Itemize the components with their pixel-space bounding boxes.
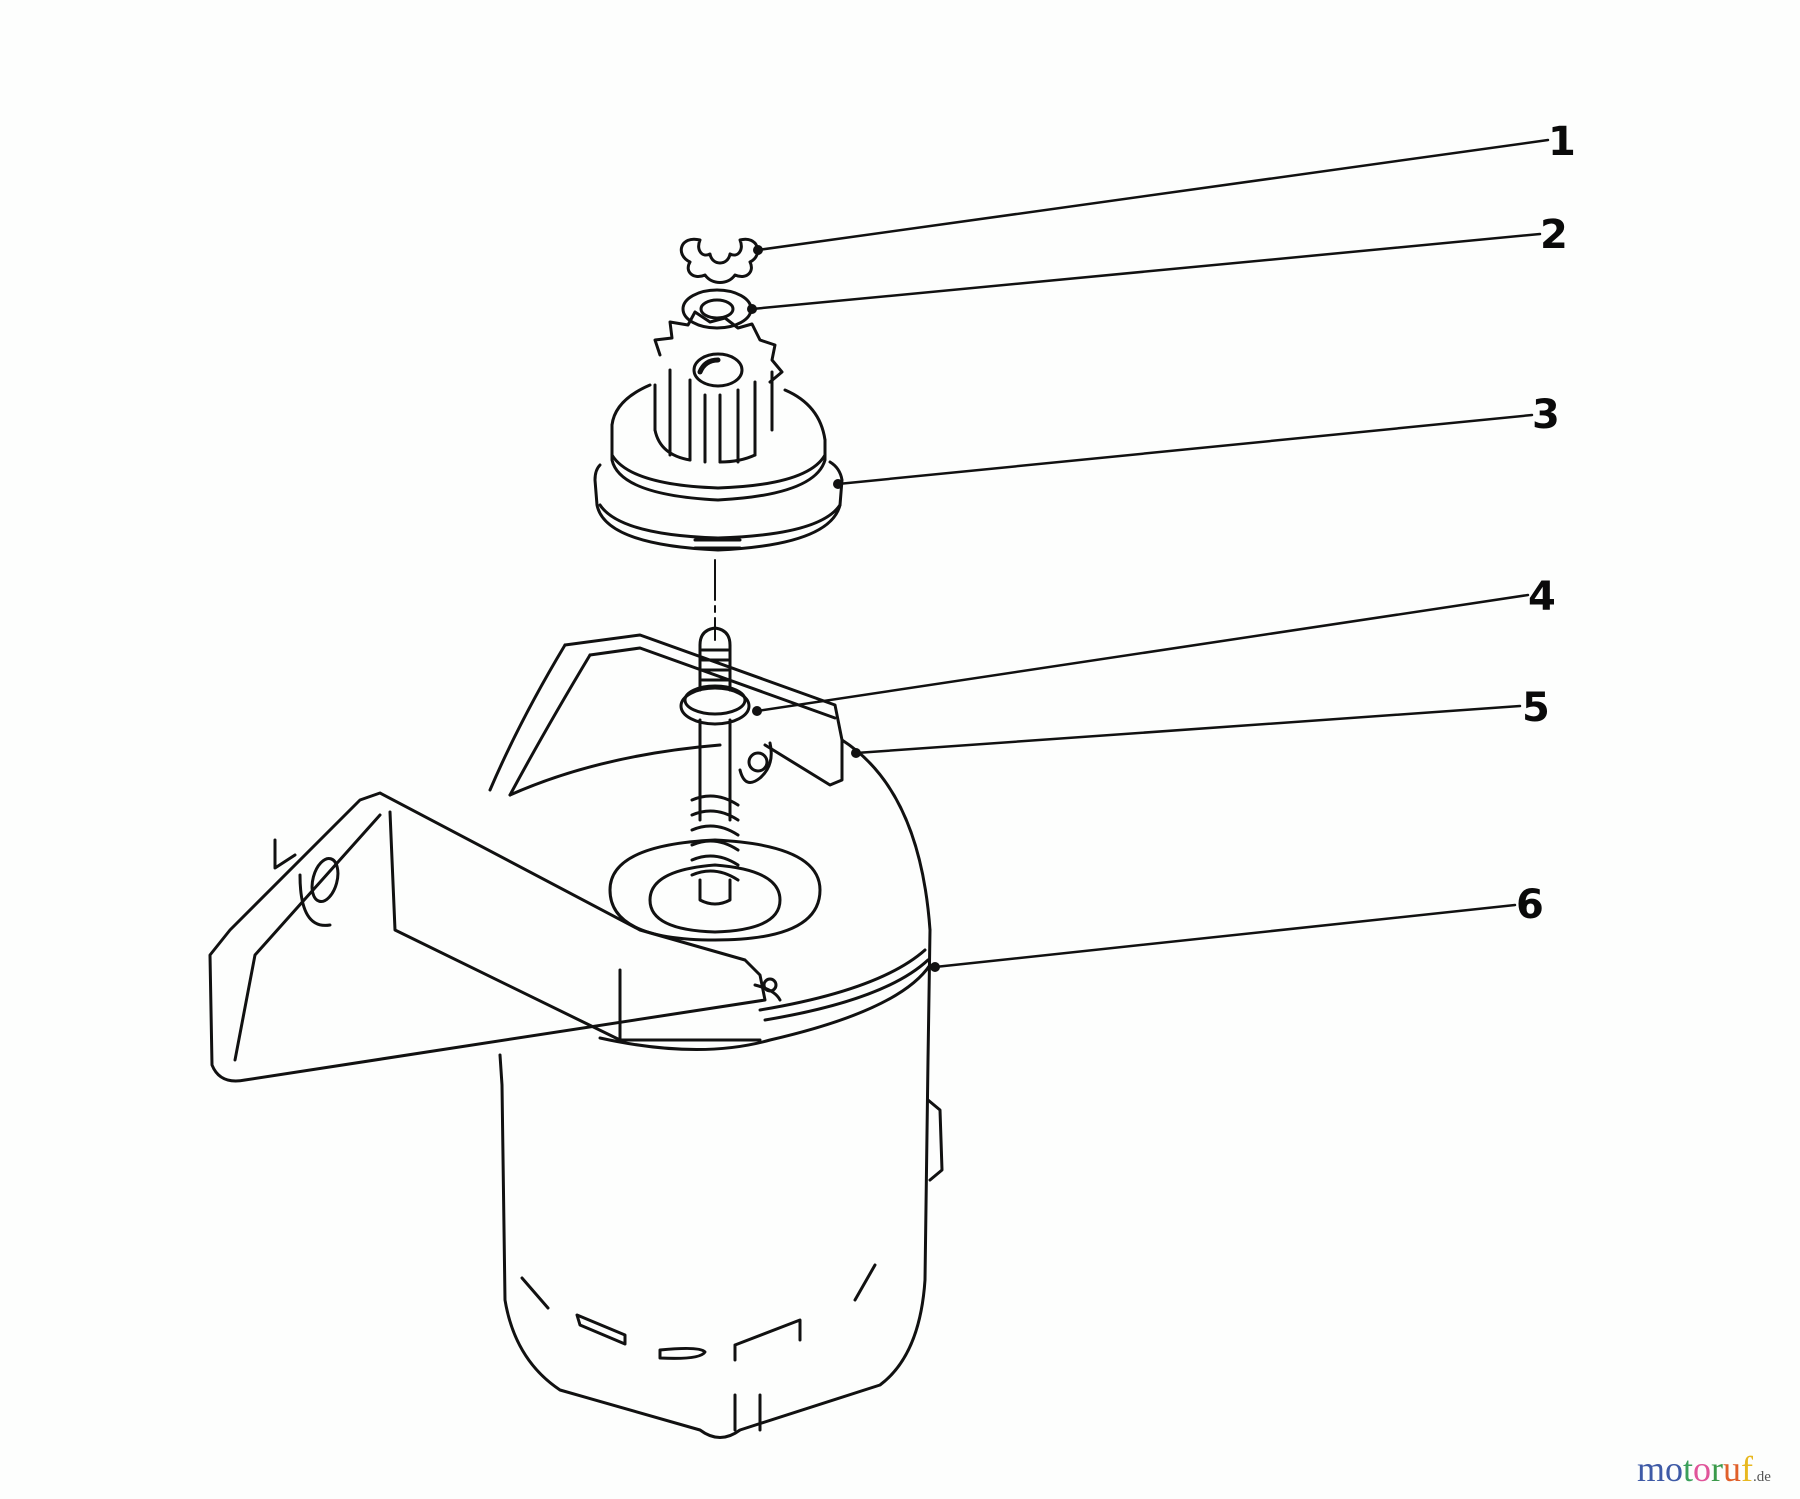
wm-letter: o [1665, 1449, 1684, 1489]
wm-letter: o [1693, 1449, 1712, 1489]
wm-suffix: .de [1753, 1469, 1771, 1485]
pinion-gear-part [593, 310, 844, 552]
wm-letter: u [1723, 1449, 1742, 1489]
callout-6: 6 [1516, 882, 1544, 928]
e-clip-part [679, 237, 760, 284]
motor-housing-part [498, 738, 944, 1439]
wm-letter: t [1683, 1449, 1694, 1489]
callout-3: 3 [1532, 392, 1560, 438]
callout-4: 4 [1528, 574, 1556, 620]
leader-dots [747, 245, 940, 972]
wm-letter: r [1711, 1449, 1724, 1489]
motoruf-watermark: motoruf.de [1637, 1451, 1771, 1487]
callout-5: 5 [1522, 685, 1550, 731]
callout-2: 2 [1540, 212, 1568, 258]
wm-letter: f [1741, 1449, 1754, 1489]
bracket-part [208, 633, 844, 1083]
shaft-part [679, 626, 751, 906]
wm-letter: m [1637, 1449, 1666, 1489]
leader-lines [750, 138, 1550, 969]
washer-part [681, 288, 753, 330]
callout-1: 1 [1548, 119, 1576, 165]
